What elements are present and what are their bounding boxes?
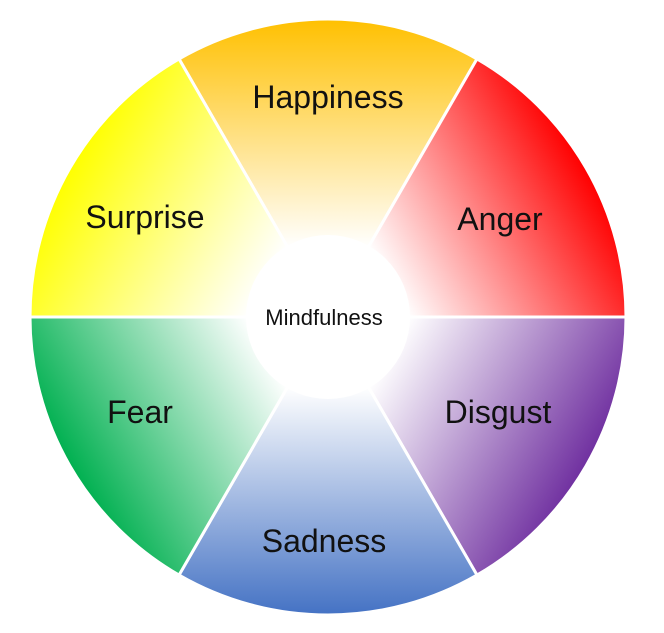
segment-disgust: [325, 315, 628, 578]
segment-surprise: [28, 56, 331, 319]
segment-label-surprise: Surprise: [85, 199, 204, 235]
segments-layer: [28, 17, 628, 617]
segment-label-sadness: Sadness: [262, 523, 387, 559]
segment-sadness: [176, 313, 480, 617]
segment-anger: [325, 56, 628, 319]
segment-label-fear: Fear: [107, 394, 173, 430]
segment-label-anger: Anger: [457, 201, 543, 237]
segment-happiness: [176, 17, 480, 321]
center-label: Mindfulness: [265, 305, 382, 330]
segment-label-happiness: Happiness: [252, 79, 403, 115]
segment-label-disgust: Disgust: [445, 394, 552, 430]
segment-fear: [28, 315, 331, 578]
center-circle: [246, 235, 410, 399]
